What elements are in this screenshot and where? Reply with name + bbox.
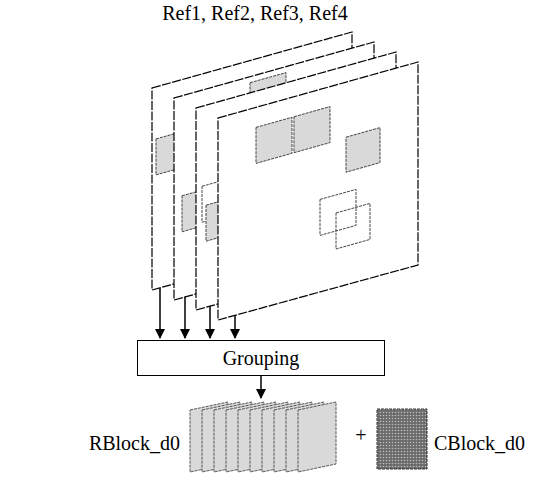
reference-frame bbox=[218, 62, 418, 320]
block-label: CBlock_d0 bbox=[434, 432, 525, 454]
frame-arrow bbox=[234, 315, 236, 338]
frame-arrow bbox=[159, 288, 161, 338]
box-label: Grouping bbox=[223, 347, 300, 369]
stack-label: RBlock_d0 bbox=[89, 432, 180, 454]
frame-arrow bbox=[209, 306, 211, 338]
search-window bbox=[336, 203, 370, 249]
block-stack: RBlock_d0 bbox=[188, 398, 346, 474]
matched-block bbox=[294, 107, 330, 153]
matched-block bbox=[346, 128, 380, 173]
frames-title: Ref1, Ref2, Ref3, Ref4 bbox=[100, 2, 410, 24]
flow-arrow bbox=[260, 376, 262, 398]
reference-block bbox=[298, 402, 336, 472]
plus-sign: + bbox=[350, 424, 372, 446]
current-block bbox=[377, 409, 427, 469]
matched-block bbox=[256, 117, 292, 163]
process-box: Grouping bbox=[137, 340, 385, 376]
current-block: CBlock_d0 bbox=[376, 408, 428, 470]
current-block-shape bbox=[376, 408, 428, 470]
frame-arrow bbox=[184, 297, 186, 338]
reference-block-stack bbox=[188, 398, 346, 474]
